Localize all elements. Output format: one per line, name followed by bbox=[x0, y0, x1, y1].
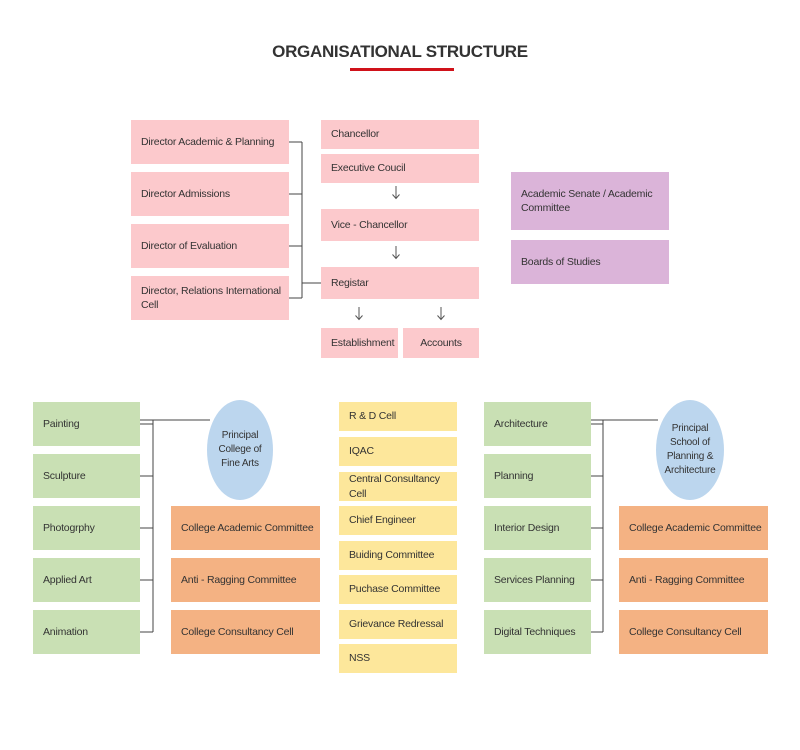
spa-academic-committee-box: College Academic Committee bbox=[619, 506, 768, 550]
box-label: Applied Art bbox=[43, 573, 92, 586]
cell-iqac-box: IQAC bbox=[339, 437, 457, 466]
box-label: Interior Design bbox=[494, 521, 560, 534]
dept-photography-box: Photogrphy bbox=[33, 506, 140, 550]
director-academic-planning-box: Director Academic & Planning bbox=[131, 120, 289, 164]
cell-rd-box: R & D Cell bbox=[339, 402, 457, 431]
director-evaluation-box: Director of Evaluation bbox=[131, 224, 289, 268]
box-label: Buiding Committee bbox=[349, 549, 435, 562]
box-label: IQAC bbox=[349, 445, 374, 458]
academic-senate-box: Academic Senate / Academic Committee bbox=[511, 172, 669, 230]
box-label: College Academic Committee bbox=[629, 521, 762, 534]
boards-of-studies-box: Boards of Studies bbox=[511, 240, 669, 284]
box-label: College Consultancy Cell bbox=[629, 625, 742, 638]
principal-planning-architecture-ellipse: Principal School of Planning & Architect… bbox=[656, 400, 724, 500]
director-admissions-box: Director Admissions bbox=[131, 172, 289, 216]
box-label: Grievance Redressal bbox=[349, 618, 444, 631]
establishment-box: Establishment bbox=[321, 328, 398, 358]
spa-consultancy-cell-box: College Consultancy Cell bbox=[619, 610, 768, 654]
box-label: Vice - Chancellor bbox=[331, 218, 408, 231]
title-underline bbox=[350, 68, 454, 71]
box-label: Executive Coucil bbox=[331, 162, 406, 175]
box-label: Accounts bbox=[420, 336, 462, 349]
box-label: Academic Senate / Academic Committee bbox=[521, 187, 653, 214]
box-label: Anti - Ragging Committee bbox=[629, 573, 745, 586]
dept-painting-box: Painting bbox=[33, 402, 140, 446]
box-label: Registar bbox=[331, 276, 369, 289]
ellipse-label: Principal College of Fine Arts bbox=[218, 430, 262, 469]
cell-chief-engineer-box: Chief Engineer bbox=[339, 506, 457, 535]
box-label: Planning bbox=[494, 469, 534, 482]
box-label: Sculpture bbox=[43, 469, 86, 482]
cell-purchase-committee-box: Puchase Committee bbox=[339, 575, 457, 604]
box-label: Director Academic & Planning bbox=[141, 135, 275, 148]
fine-arts-anti-ragging-box: Anti - Ragging Committee bbox=[171, 558, 320, 602]
dept-services-planning-box: Services Planning bbox=[484, 558, 591, 602]
vice-chancellor-box: Vice - Chancellor bbox=[321, 209, 479, 241]
cell-central-consultancy-box: Central Consultancy Cell bbox=[339, 472, 457, 501]
cell-nss-box: NSS bbox=[339, 644, 457, 673]
spa-anti-ragging-box: Anti - Ragging Committee bbox=[619, 558, 768, 602]
box-label: Animation bbox=[43, 625, 88, 638]
dept-architecture-box: Architecture bbox=[484, 402, 591, 446]
box-label: Puchase Committee bbox=[349, 583, 441, 596]
box-label: Photogrphy bbox=[43, 521, 95, 534]
box-label: College Consultancy Cell bbox=[181, 625, 294, 638]
box-label: Painting bbox=[43, 417, 80, 430]
fine-arts-academic-committee-box: College Academic Committee bbox=[171, 506, 320, 550]
box-label: College Academic Committee bbox=[181, 521, 314, 534]
dept-applied-art-box: Applied Art bbox=[33, 558, 140, 602]
box-label: Boards of Studies bbox=[521, 255, 601, 268]
cell-grievance-redressal-box: Grievance Redressal bbox=[339, 610, 457, 639]
box-label: Digital Techniques bbox=[494, 625, 576, 638]
accounts-box: Accounts bbox=[403, 328, 479, 358]
box-label: R & D Cell bbox=[349, 410, 397, 423]
dept-animation-box: Animation bbox=[33, 610, 140, 654]
cell-building-committee-box: Buiding Committee bbox=[339, 541, 457, 570]
executive-council-box: Executive Coucil bbox=[321, 154, 479, 183]
fine-arts-consultancy-cell-box: College Consultancy Cell bbox=[171, 610, 320, 654]
dept-sculpture-box: Sculpture bbox=[33, 454, 140, 498]
box-label: Anti - Ragging Committee bbox=[181, 573, 297, 586]
dept-interior-design-box: Interior Design bbox=[484, 506, 591, 550]
box-label: NSS bbox=[349, 652, 370, 665]
box-label: Director Admissions bbox=[141, 187, 230, 200]
box-label: Establishment bbox=[331, 336, 395, 349]
registrar-box: Registar bbox=[321, 267, 479, 299]
box-label: Chancellor bbox=[331, 128, 380, 141]
box-label: Services Planning bbox=[494, 573, 575, 586]
page-title: ORGANISATIONAL STRUCTURE bbox=[272, 42, 528, 61]
chancellor-box: Chancellor bbox=[321, 120, 479, 149]
box-label: Chief Engineer bbox=[349, 514, 416, 527]
box-label: Central Consultancy Cell bbox=[349, 473, 440, 500]
dept-planning-box: Planning bbox=[484, 454, 591, 498]
dept-digital-techniques-box: Digital Techniques bbox=[484, 610, 591, 654]
director-relations-international-box: Director, Relations International Cell bbox=[131, 276, 289, 320]
box-label: Director of Evaluation bbox=[141, 239, 237, 252]
principal-fine-arts-ellipse: Principal College of Fine Arts bbox=[207, 400, 273, 500]
box-label: Architecture bbox=[494, 417, 548, 430]
ellipse-label: Principal School of Planning & Architect… bbox=[664, 423, 716, 476]
box-label: Director, Relations International Cell bbox=[141, 284, 281, 311]
